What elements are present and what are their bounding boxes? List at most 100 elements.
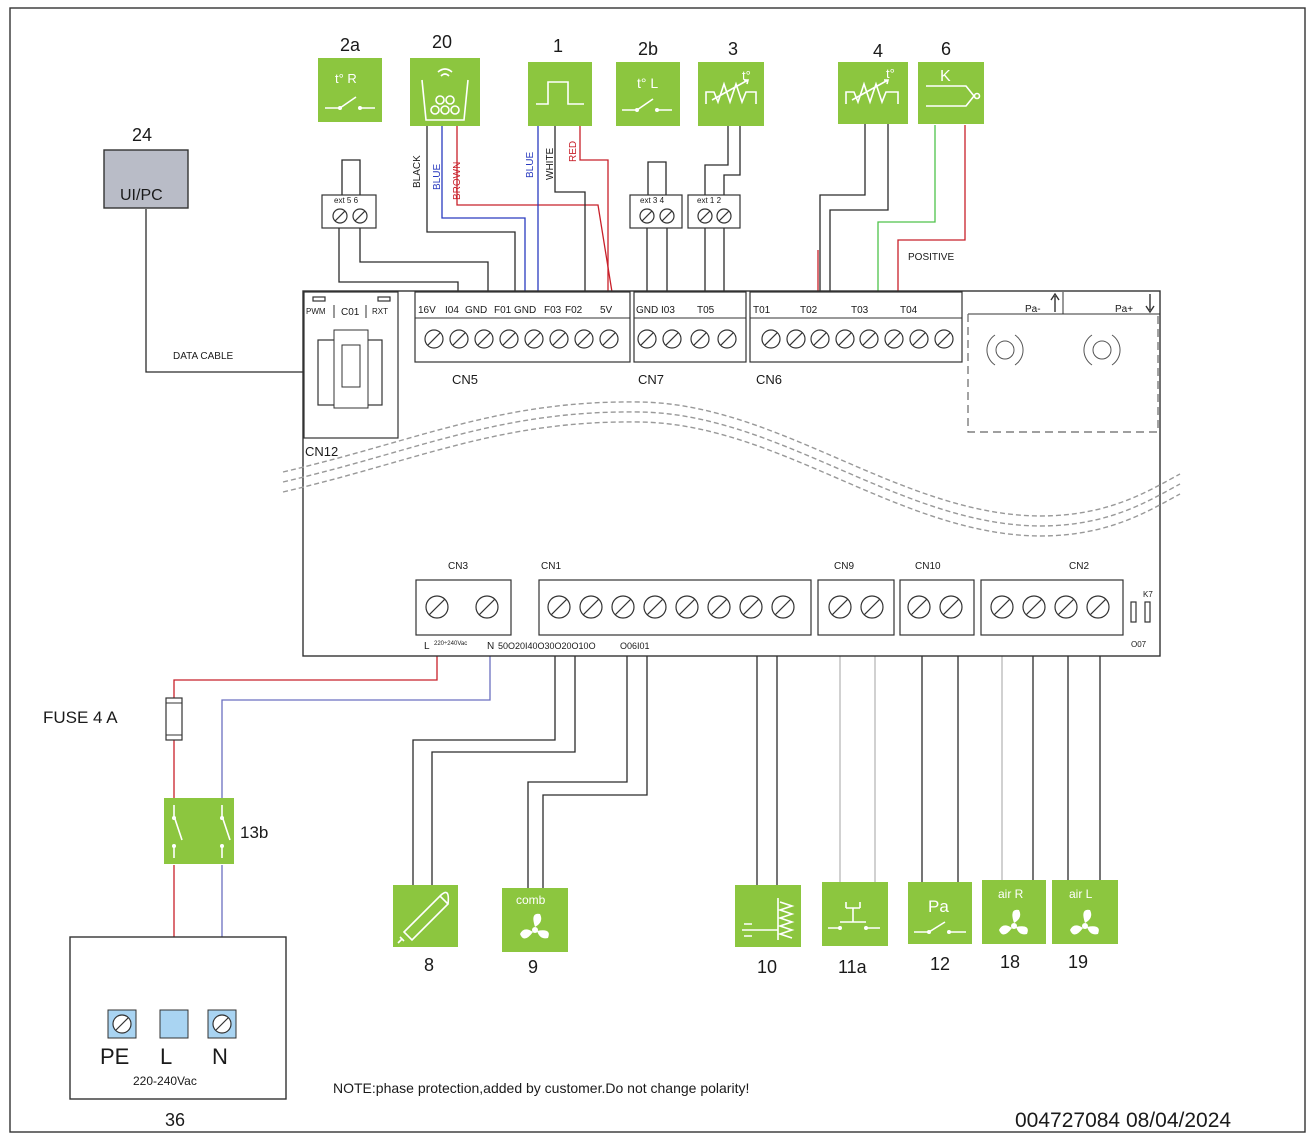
screw-terminal: [474, 329, 494, 349]
n-terminal: [207, 1009, 237, 1039]
c20-number: 20: [432, 32, 452, 52]
wire-label-red: RED: [568, 141, 579, 162]
cn5-label: CN5: [452, 372, 478, 387]
screw-terminal: [909, 329, 929, 349]
c2b-number: 2b: [638, 39, 658, 59]
ext12-terminals: [697, 208, 732, 224]
screw-terminal: [675, 595, 699, 619]
wire-label-black: BLACK: [412, 155, 423, 188]
wire-20-blue: [441, 125, 526, 292]
cn5-terminals: [424, 329, 619, 349]
screw-terminal: [574, 329, 594, 349]
cn3-label: CN3: [448, 561, 468, 572]
c3-label: t°: [742, 68, 751, 83]
screw-terminal: [690, 329, 710, 349]
pin-rxt: RXT: [372, 307, 388, 316]
screw-terminal: [1022, 595, 1046, 619]
pin-cn7-1: I03: [661, 305, 675, 316]
c24-number: 24: [132, 125, 152, 145]
pin-cn6-2: T03: [851, 305, 869, 316]
cn10-label: CN10: [915, 561, 941, 572]
cn9-terminals: [828, 595, 884, 619]
screw-terminal: [761, 329, 781, 349]
doc-id: 004727084 08/04/2024: [1015, 1109, 1231, 1132]
page-frame: [9, 7, 1306, 1133]
wire-label-positive: POSITIVE: [908, 252, 954, 263]
k7-label: K7: [1143, 590, 1153, 599]
cn5-pin-label: GND: [514, 305, 536, 316]
wire-8-a: [412, 655, 556, 885]
main-switch-13b: [164, 798, 234, 864]
note-text: NOTE:phase protection,added by customer.…: [333, 1080, 749, 1096]
c2a-label: t° R: [335, 71, 357, 86]
screw-terminal: [884, 329, 904, 349]
k7-pin-b: [1144, 601, 1151, 623]
l-label: L: [160, 1044, 172, 1069]
screw-terminal: [352, 208, 368, 224]
pressure-switch-12: Pa: [908, 882, 972, 944]
wire-4-a: [819, 124, 866, 292]
c9-number: 9: [528, 957, 538, 977]
wire-2a-a: [341, 159, 361, 200]
screw-terminal: [835, 329, 855, 349]
cn1-terminals: [547, 595, 795, 619]
wire-6-green: [877, 125, 936, 292]
wire-9-b: [542, 655, 648, 888]
pa-plus-port-icon: [1083, 334, 1121, 366]
c19-number: 19: [1068, 952, 1088, 972]
cn1-pin-labels: 50O20I40O30O20O10O: [498, 641, 596, 651]
screw-terminal: [659, 208, 675, 224]
cn10-terminals: [907, 595, 963, 619]
ext12-label: ext 1 2: [697, 196, 722, 205]
screw-terminal: [697, 208, 713, 224]
air-fan-left-19: air L: [1052, 880, 1118, 944]
c18-label: air R: [998, 887, 1024, 901]
cn2-terminals: [990, 595, 1110, 619]
igniter-icon: [402, 891, 450, 942]
voltage-label: 220-240Vac: [133, 1074, 197, 1088]
c10-number: 10: [757, 957, 777, 977]
cn3-l-pin: L: [424, 641, 430, 652]
pin-cn6-3: T04: [900, 305, 918, 316]
screw-terminal: [599, 329, 619, 349]
wire-1-white: [554, 125, 586, 292]
screw-terminal: [716, 208, 732, 224]
cn2-label: CN2: [1069, 561, 1089, 572]
wire-mains-l: [173, 650, 438, 698]
k7-pin-a: [1130, 601, 1137, 623]
c19-label: air L: [1069, 887, 1093, 901]
cn7-terminals: [637, 329, 737, 349]
pe-terminal: [107, 1009, 137, 1039]
screw-terminal: [717, 329, 737, 349]
cn3-terminals: [425, 595, 499, 619]
pe-label: PE: [100, 1044, 129, 1069]
thermistor-icon: [845, 79, 899, 105]
combustion-fan-9: comb: [502, 888, 568, 952]
screw-terminal: [990, 595, 1014, 619]
cn1-label: CN1: [541, 561, 561, 572]
screw-terminal: [579, 595, 603, 619]
pa-minus-label: Pa-: [1025, 304, 1041, 315]
ext56-block: ext 5 6: [321, 194, 377, 229]
cn6-block: [749, 291, 963, 363]
wire-label-brown: BROWN: [452, 162, 463, 200]
pa-minus-port-icon: [986, 334, 1024, 366]
cn3-n-pin: N: [487, 641, 494, 652]
auger-motor-10: [735, 885, 801, 947]
wire-3-a: [704, 126, 729, 198]
screw-terminal: [611, 595, 635, 619]
pa-minus-arrow-icon: [1050, 292, 1060, 312]
wire-label-white: WHITE: [545, 147, 556, 180]
screw-terminal: [939, 595, 963, 619]
rxt-pin-mark: [377, 296, 391, 302]
c9-label: comb: [516, 893, 546, 907]
wire-mains-n: [221, 650, 491, 800]
screw-terminal: [637, 329, 657, 349]
manual-reset-switch-icon: [828, 902, 880, 929]
screw-terminal: [332, 208, 348, 224]
pin-cn6-0: T01: [753, 305, 771, 316]
pin-pwm: PWM: [306, 307, 326, 316]
screw-terminal: [771, 595, 795, 619]
